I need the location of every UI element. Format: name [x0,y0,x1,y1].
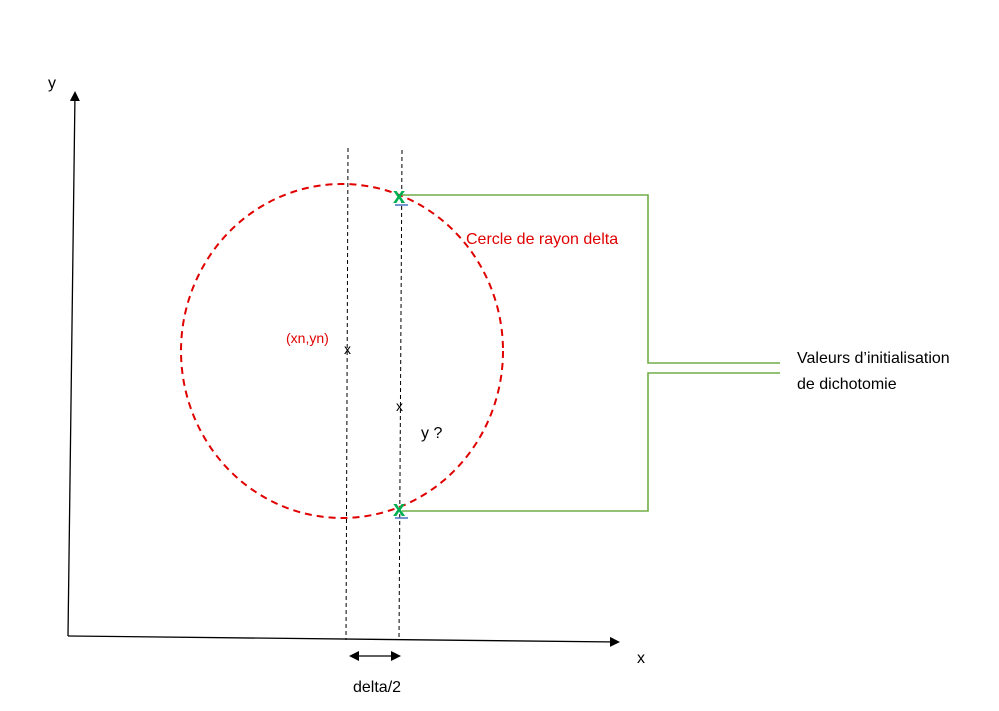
dashed-line-center [345,147,349,641]
center-point-label: (xn,yn) [286,330,329,346]
y-axis [67,91,80,637]
upper-bound-marker: x [393,183,406,208]
circle-label: Cercle de rayon delta [466,231,618,248]
offset-label: delta/2 [353,679,401,696]
x-axis [67,635,620,647]
bracket-inner [402,372,780,512]
x-axis-label: x [637,650,645,667]
y-axis-label: y [48,75,56,92]
bracket-outer [402,194,780,364]
lower-bound-marker: x [393,496,406,521]
query-point-label: y ? [421,425,442,442]
dashed-line-offset [398,149,403,641]
center-point-marker: x [344,341,351,357]
bracket-label-line1: Valeurs d’initialisation [797,350,950,367]
bracket-label-line2: de dichotomie [797,376,897,393]
query-point-marker: x [396,398,403,414]
delta-circle [180,183,504,519]
